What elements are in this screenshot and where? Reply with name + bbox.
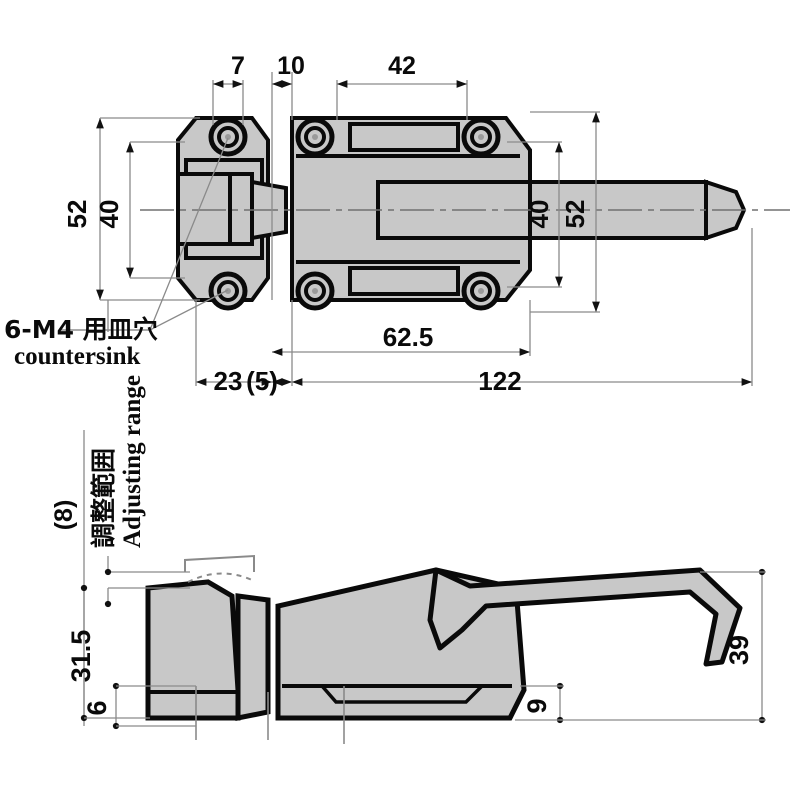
dim-10: 10 (277, 52, 305, 80)
dim-62-5: 62.5 (383, 322, 434, 352)
side-body-recess (320, 684, 484, 704)
dim-52-right: 52 (560, 200, 590, 229)
left-inner-block-b (228, 172, 254, 246)
dim-6: 6 (82, 700, 112, 715)
countersink-holes (208, 117, 501, 311)
side-handle-lever (427, 567, 743, 667)
side-left-block (145, 579, 241, 721)
countersink-hole (295, 117, 335, 157)
countersink-hole (295, 271, 335, 311)
dim-31-5: 31.5 (66, 630, 96, 683)
dim-42: 42 (388, 52, 416, 80)
countersink-leader (60, 137, 229, 332)
dim-40-right: 40 (524, 200, 554, 229)
lower-slot (348, 266, 460, 296)
adjusting-range-arc (187, 572, 253, 583)
adjusting-range-bracket (184, 554, 255, 572)
dim-8: (8) (50, 500, 78, 531)
adjusting-range-en: Adjusting range (119, 375, 146, 548)
side-view-geometry (145, 554, 743, 744)
side-view-dimensions (80, 430, 766, 730)
dim-23: 23 (214, 366, 243, 396)
dim-122: 122 (478, 366, 521, 396)
dim-9: 9 (522, 698, 552, 713)
dim-39: 39 (724, 635, 754, 665)
countersink-hole (461, 117, 501, 157)
adjusting-range-jp: 調整範囲 (89, 448, 118, 548)
dim-52-left: 52 (62, 200, 92, 229)
upper-slot (348, 122, 460, 152)
top-view-geometry (140, 116, 790, 311)
side-hinge-link (235, 593, 271, 722)
countersink-note-jp: 6-M4 用皿穴 (4, 315, 158, 344)
dim-5: (5) (246, 366, 278, 396)
dim-40-left: 40 (94, 200, 124, 229)
countersink-hole (461, 271, 501, 311)
countersink-hole (208, 271, 248, 311)
left-inner-block-a (176, 172, 232, 246)
countersink-hole (208, 117, 248, 157)
countersink-note-en: countersink (14, 343, 141, 370)
dim-7: 7 (231, 52, 245, 80)
top-view-dimensions (96, 72, 753, 386)
